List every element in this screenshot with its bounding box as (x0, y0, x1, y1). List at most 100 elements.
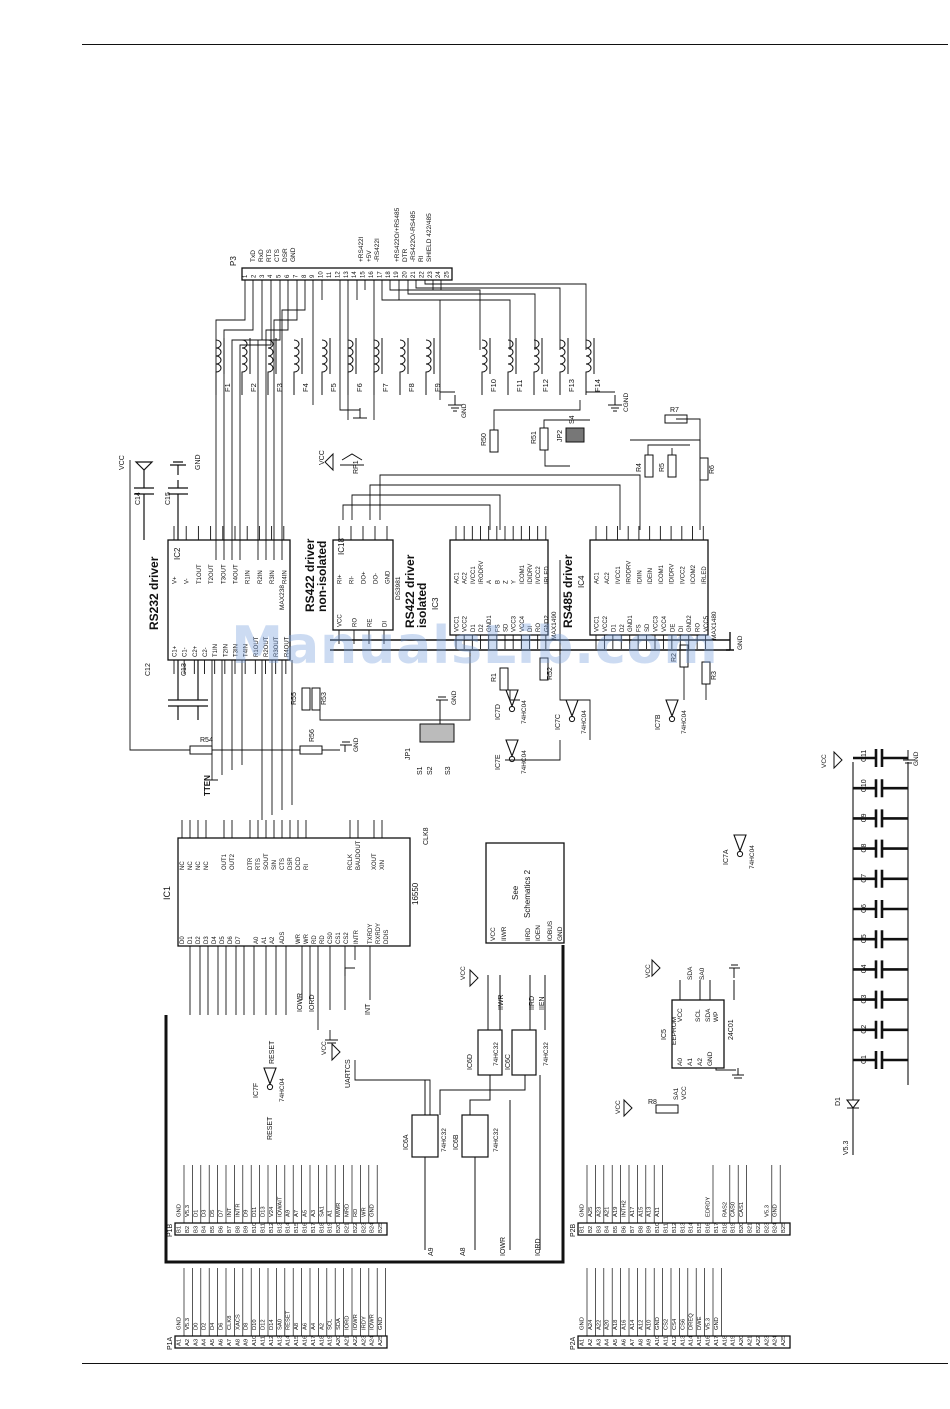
bus-signal: IRDY (361, 1316, 367, 1330)
svg-text:VCC: VCC (615, 1100, 622, 1114)
ic1-pin-left: A0 (254, 936, 260, 944)
ic-pin-right: Y (512, 580, 518, 584)
svg-text:S3: S3 (445, 766, 452, 775)
bus-pin: A3 (193, 1339, 199, 1346)
bus-signal: A10 (647, 1320, 653, 1330)
svg-text:SDA: SDA (687, 966, 694, 980)
bus-signal: V5.3 (185, 1318, 191, 1330)
ic-pin-left: T3IN (234, 644, 240, 657)
ic-pin-right: DO- (374, 573, 380, 584)
ic-pin-right: IDIDRV (528, 564, 534, 584)
svg-text:GND: GND (913, 751, 920, 766)
ic-pin-left: GND2 (687, 615, 693, 632)
ic-pin-left: VCC3 (654, 615, 660, 632)
capacitor-label: C2 (861, 1025, 868, 1034)
ic-pin-left: R1OUT (254, 636, 260, 657)
capacitor (853, 990, 908, 1009)
svg-text:R51: R51 (531, 431, 538, 444)
bus-pin: B19 (328, 1223, 334, 1233)
svg-text:IIEN: IIEN (539, 996, 546, 1010)
ic-pin-right: T2OUT (209, 564, 215, 584)
bus-signal: SCL (328, 1318, 334, 1330)
ic-pin-left: VCC1 (455, 615, 461, 632)
svg-text:IC5: IC5 (661, 1029, 668, 1040)
p3-signal: SHIELD 422/485 (426, 213, 433, 262)
ic-pin-left: C1+ (173, 645, 179, 657)
capacitor (853, 900, 908, 918)
svg-text:R8: R8 (648, 1099, 657, 1106)
ic1-pin-right: RCLK (348, 854, 354, 870)
svg-text:C12: C12 (145, 663, 152, 676)
ic-pin-left: RE (368, 619, 374, 627)
ic-pin-right: R1IN (246, 570, 252, 584)
ic1-pin-right: OUT1 (222, 853, 228, 870)
bus-pin: A13 (277, 1336, 283, 1346)
bottom-rule (82, 1363, 948, 1364)
svg-text:A8: A8 (460, 1247, 467, 1256)
svg-text:IIWR: IIWR (498, 994, 505, 1010)
ic1-pin-left: D6 (228, 936, 234, 944)
ic-pin-left: VCC1 (595, 615, 601, 632)
bus-pin: A9 (647, 1339, 653, 1346)
bus-signal: A1 (328, 1210, 334, 1217)
ic-pin-right: DO+ (362, 571, 368, 584)
p3-signal: CTS (274, 248, 281, 262)
ic1-pin-left: D1 (188, 936, 194, 944)
bus-signal: SA1 (319, 1206, 325, 1217)
schematics-2-pin: IIRD (525, 928, 532, 941)
ic3-label-1: RS422 driver (403, 554, 417, 628)
ic1-pin-right: SIN (272, 860, 278, 870)
ic-pin-left: RO (353, 618, 359, 627)
bus-pin: B1 (580, 1226, 586, 1233)
ic-pin-left: VCC5 (704, 615, 710, 632)
bus-signal: DREQ (689, 1313, 695, 1330)
bus-signal: SDA (336, 1318, 342, 1330)
bus-signal: A11 (655, 1207, 661, 1217)
bus-signal: A12 (638, 1320, 644, 1330)
ic-pin-right: IVCC2 (680, 566, 686, 584)
p3-pin: 23 (428, 271, 434, 278)
bus-signal: V5.3 (706, 1318, 712, 1330)
ic1-pin-left: CS2 (344, 932, 350, 944)
bus-pin: A19 (328, 1336, 334, 1346)
ic-pin-left: RO (696, 623, 702, 632)
bus-pin: A5 (613, 1339, 619, 1346)
ic-pin-left: D2 (620, 624, 626, 632)
bus-pin: A22 (756, 1336, 762, 1346)
bus-signal: EDRDY (706, 1197, 712, 1217)
p3-pin: 22 (419, 271, 425, 278)
svg-text:JP2: JP2 (557, 430, 564, 442)
ic-pin-right: V- (185, 578, 191, 584)
bus-signal: CAS1 (739, 1202, 745, 1217)
svg-text:VCC: VCC (460, 966, 467, 980)
ic-pin-right: RI+ (338, 574, 344, 584)
ic1-pin-left: WR (296, 933, 302, 944)
ferrite-coil (293, 339, 300, 395)
capacitor (853, 960, 908, 979)
ic-pin-left: SD (645, 623, 651, 632)
bus-pin: B16 (303, 1223, 309, 1233)
top-rule (82, 44, 948, 45)
bus-signal: A9 (286, 1210, 292, 1217)
bus-pin: B7 (630, 1226, 636, 1233)
bus-pin: B18 (319, 1223, 325, 1233)
bus-pin: B24 (370, 1222, 376, 1233)
bus-pin: A14 (689, 1335, 695, 1346)
ic1-pin-left: D2 (196, 936, 202, 944)
bus-signal: V5.3 (764, 1205, 770, 1217)
ic1-pin-left: RXRDY (376, 923, 382, 944)
svg-text:IOWR: IOWR (500, 1237, 507, 1256)
ic-pin-right: IRODRV (479, 561, 485, 584)
ic-pin-right: IRLED (702, 566, 708, 584)
gate-part: 74HC04 (279, 1078, 286, 1102)
capacitor (853, 839, 908, 858)
bus-signal: A5 (303, 1210, 309, 1217)
svg-text:24C01: 24C01 (728, 1019, 735, 1040)
svg-text:SA1: SA1 (673, 1087, 680, 1100)
ferrite-grounds: GND CGND (353, 391, 630, 419)
svg-text:JP1: JP1 (405, 748, 412, 760)
ic5-pin-left: A2 (697, 1058, 704, 1066)
